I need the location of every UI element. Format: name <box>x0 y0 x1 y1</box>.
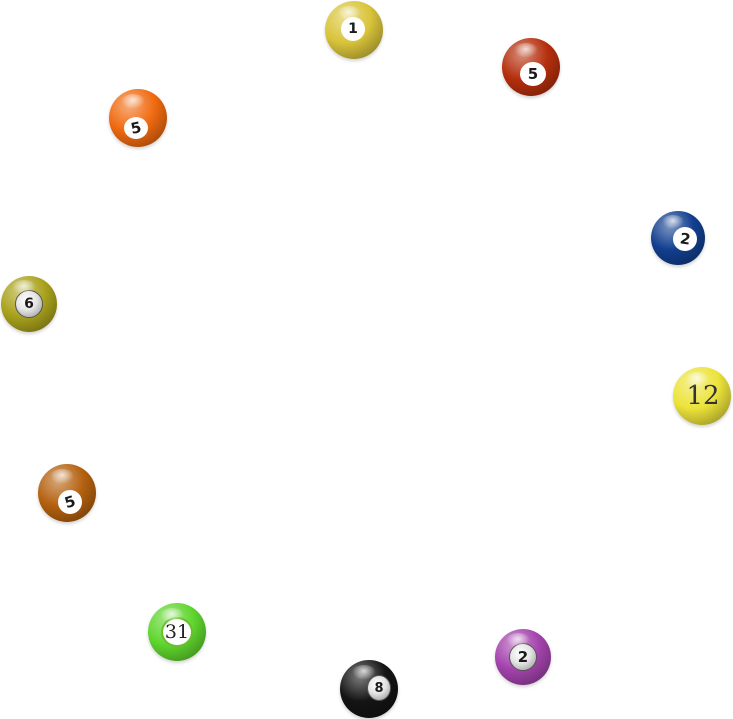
ball-number: 31 <box>161 617 193 647</box>
pool-ball[interactable]: 5 <box>109 89 167 147</box>
ball-number: 12 <box>686 381 720 411</box>
ball-number: 6 <box>15 290 43 318</box>
pool-ball[interactable]: 6 <box>1 276 57 332</box>
ball-number: 5 <box>58 490 82 514</box>
pool-ball[interactable]: 2 <box>495 629 551 685</box>
ball-number: 8 <box>367 675 391 701</box>
ball-number: 1 <box>341 17 365 41</box>
pool-ball[interactable]: 8 <box>340 660 398 718</box>
ball-number: 5 <box>520 62 546 86</box>
pool-ball[interactable]: 5 <box>38 464 96 522</box>
ball-highlight <box>513 42 538 58</box>
ball-highlight <box>120 93 145 109</box>
pool-ball[interactable]: 31 <box>148 603 206 661</box>
pool-ball[interactable]: 5 <box>502 38 560 96</box>
ball-number: 2 <box>509 643 537 671</box>
ball-highlight <box>49 468 74 484</box>
pool-ball[interactable]: 1 <box>325 1 383 59</box>
ball-number: 2 <box>673 227 697 251</box>
pool-ball[interactable]: 2 <box>651 211 705 265</box>
pool-ball[interactable]: 12 <box>673 367 731 425</box>
ball-number: 5 <box>124 117 148 139</box>
